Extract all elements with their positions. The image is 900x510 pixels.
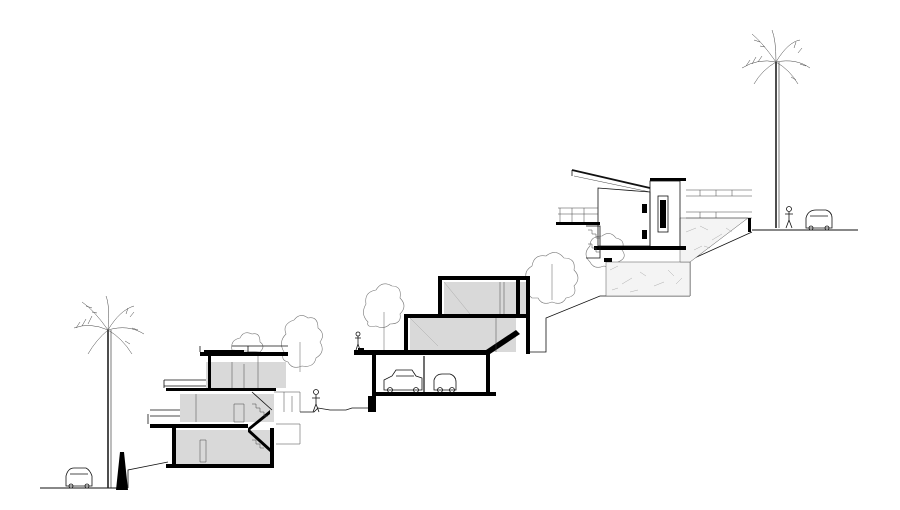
lower-car (65, 467, 93, 489)
upper-car (805, 209, 833, 231)
garage-car-2 (433, 373, 457, 393)
person-lower (312, 389, 320, 413)
person-upper (785, 206, 793, 229)
garage-car-1 (383, 369, 423, 393)
upper-palm-tree (741, 29, 811, 228)
person-middle (355, 331, 361, 351)
human-figures (312, 206, 793, 413)
middle-residence (354, 276, 530, 412)
lower-retaining-wall (116, 452, 128, 490)
upper-retaining-earth (605, 217, 749, 297)
upper-residence (556, 169, 752, 262)
lower-residence (147, 345, 301, 468)
lower-palm-tree (73, 295, 145, 488)
background-trees (231, 233, 625, 372)
